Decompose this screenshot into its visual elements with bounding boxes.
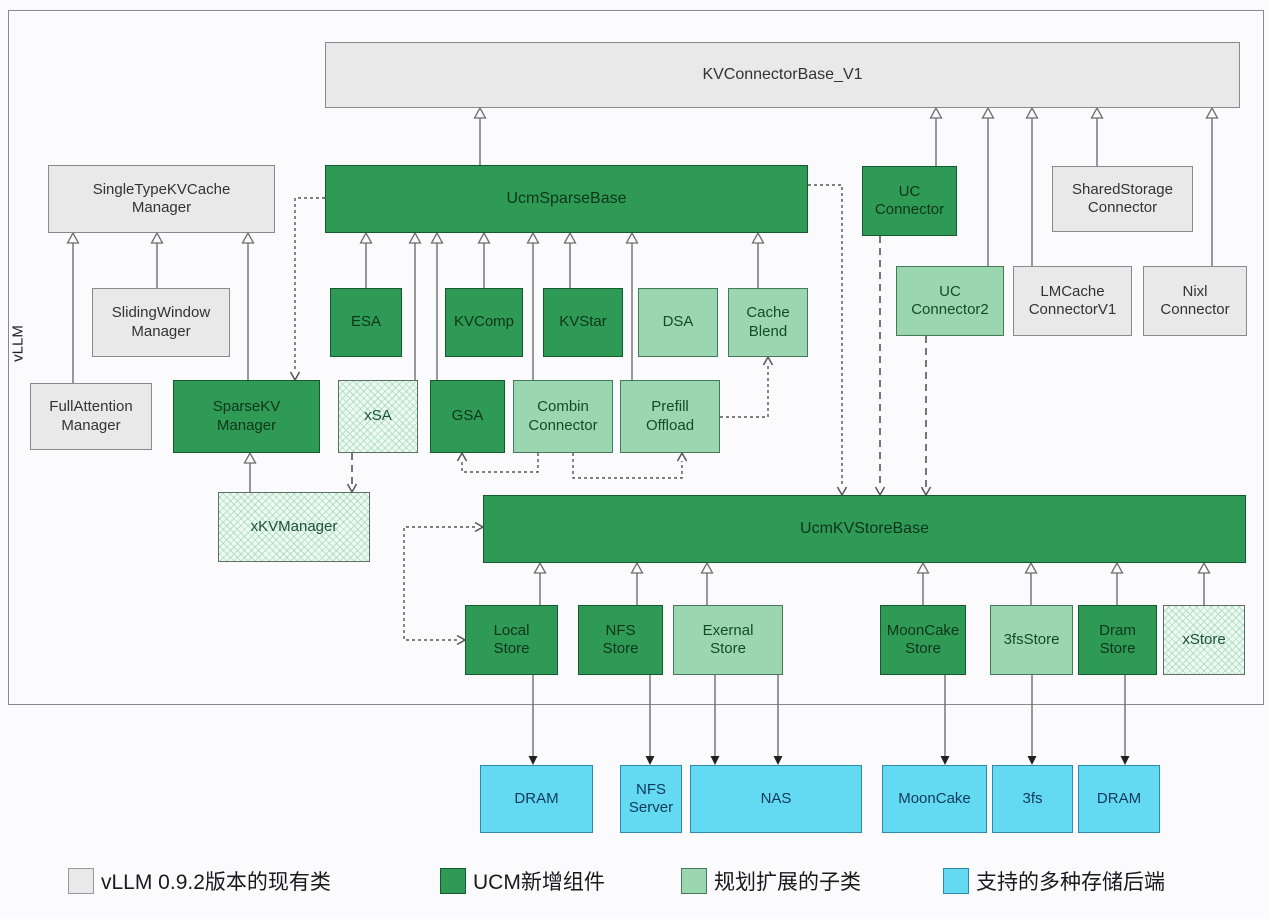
node-full-attention-manager: FullAttention Manager [30,383,152,450]
legend-item-existing: vLLM 0.9.2版本的现有类 [68,866,331,896]
node-backend-nfs-server: NFS Server [620,765,682,833]
node-gsa: GSA [430,380,505,453]
node-backend-dram-2: DRAM [1078,765,1160,833]
node-backend-nas: NAS [690,765,862,833]
node-sparse-kv-manager: SparseKV Manager [173,380,320,453]
node-exernal-store: Exernal Store [673,605,783,675]
vllm-container-label: vLLM [9,325,27,362]
node-xkv-manager: xKVManager [218,492,370,562]
node-dram-store: Dram Store [1078,605,1157,675]
node-esa: ESA [330,288,402,357]
node-ucm-sparse-base: UcmSparseBase [325,165,808,233]
node-kvcomp: KVComp [445,288,523,357]
node-lmcache-connector-v1: LMCache ConnectorV1 [1013,266,1132,336]
legend-swatch-planned [681,868,707,894]
node-3fs-store: 3fsStore [990,605,1073,675]
node-xstore: xStore [1163,605,1245,675]
node-nfs-store: NFS Store [578,605,663,675]
node-single-type-kv-cache-manager: SingleTypeKVCache Manager [48,165,275,233]
node-combin-connector: Combin Connector [513,380,613,453]
node-uc-connector: UC Connector [862,166,957,236]
legend-swatch-ucm [440,868,466,894]
node-xsa: xSA [338,380,418,453]
node-nixl-connector: Nixl Connector [1143,266,1247,336]
node-cache-blend: Cache Blend [728,288,808,357]
node-dsa: DSA [638,288,718,357]
node-shared-storage-connector: SharedStorage Connector [1052,166,1193,232]
legend-label-planned: 规划扩展的子类 [714,871,861,894]
node-ucm-kv-store-base: UcmKVStoreBase [483,495,1246,563]
legend-item-storage: 支持的多种存储后端 [943,866,1165,896]
node-backend-3fs: 3fs [992,765,1073,833]
legend-item-ucm: UCM新增组件 [440,866,605,896]
node-local-store: Local Store [465,605,558,675]
legend-label-storage: 支持的多种存储后端 [976,871,1165,894]
legend-item-planned: 规划扩展的子类 [681,866,861,896]
vllm-container-border [8,10,1264,705]
node-prefill-offload: Prefill Offload [620,380,720,453]
legend-swatch-existing [68,868,94,894]
node-backend-mooncake: MoonCake [882,765,987,833]
legend-swatch-storage [943,868,969,894]
node-sliding-window-manager: SlidingWindow Manager [92,288,230,357]
node-kvstar: KVStar [543,288,623,357]
node-uc-connector2: UC Connector2 [896,266,1004,336]
node-backend-dram-1: DRAM [480,765,593,833]
legend-label-existing: vLLM 0.9.2版本的现有类 [101,871,331,894]
legend-label-ucm: UCM新增组件 [473,871,605,894]
node-kv-connector-base-v1: KVConnectorBase_V1 [325,42,1240,108]
node-mooncake-store: MoonCake Store [880,605,966,675]
